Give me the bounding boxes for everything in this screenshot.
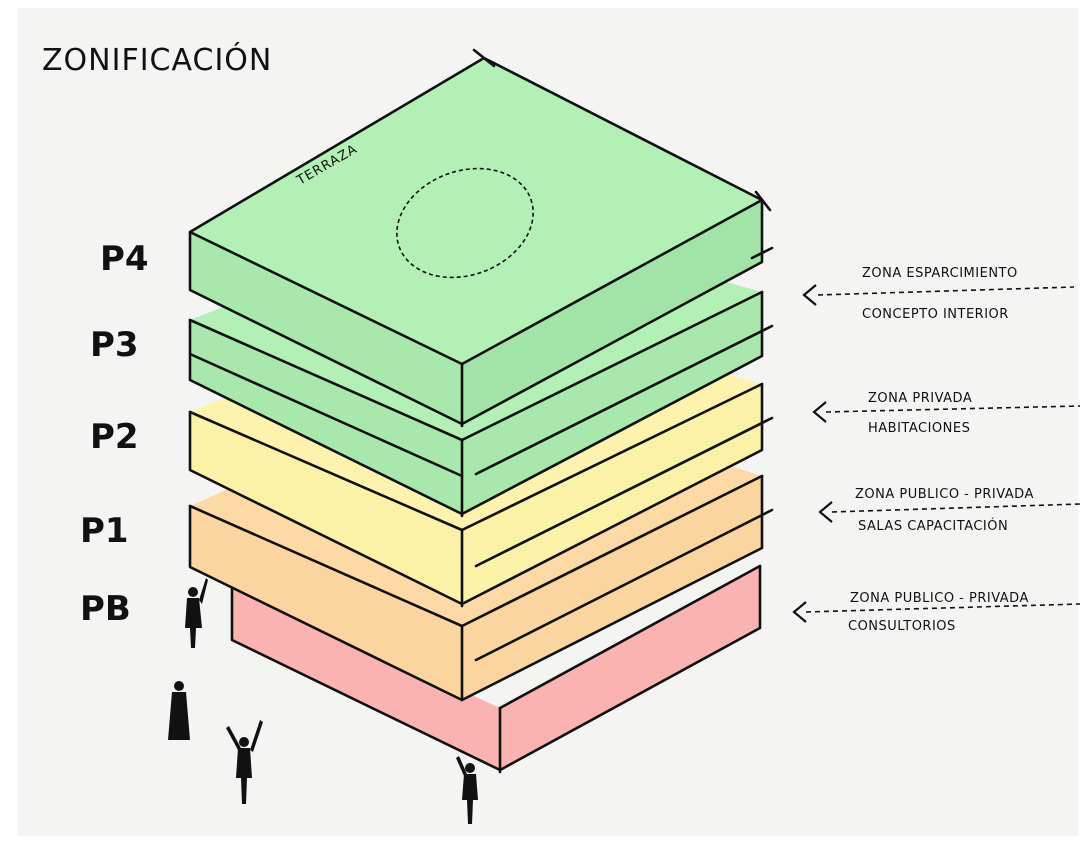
floor-label-pb: PB (80, 589, 131, 629)
annotation-line1: ZONA ESPARCIMIENTO (862, 266, 1018, 281)
annotation-p4: ZONA ESPARCIMIENTO CONCEPTO INTERIOR (802, 266, 1075, 322)
arrow-head-icon (802, 284, 817, 306)
arrow-head-icon (792, 601, 807, 623)
slab-p4 (188, 48, 774, 428)
dashed-arrow (825, 405, 1081, 413)
slab-pb (230, 564, 762, 774)
floor-label-p4: P4 (100, 239, 149, 279)
annotation-p3: ZONA PRIVADA HABITACIONES (812, 391, 1081, 436)
annotation-line2: CONSULTORIOS (848, 619, 956, 634)
person-figure-3-icon (226, 720, 263, 804)
person-figure-2-icon (168, 681, 190, 740)
annotation-p2: ZONA PUBLICO - PRIVADA SALAS CAPACITACIÓ… (818, 487, 1081, 534)
arrow-head-icon (818, 501, 833, 523)
diagram-title: ZONIFICACIÓN (42, 41, 272, 78)
terrace-oval (396, 167, 534, 279)
annotation-p1: ZONA PUBLICO - PRIVADA CONSULTORIOS (792, 591, 1081, 634)
arrow-head-icon (812, 401, 827, 423)
person-figure-4-icon (456, 756, 478, 824)
floor-label-p1: P1 (80, 511, 129, 551)
dashed-arrow (817, 286, 1075, 296)
dashed-arrow (805, 603, 1081, 613)
annotation-line1: ZONA PUBLICO - PRIVADA (855, 487, 1034, 502)
floor-label-p3: P3 (90, 325, 139, 365)
annotation-line2: SALAS CAPACITACIÓN (858, 518, 1008, 534)
annotation-line2: CONCEPTO INTERIOR (862, 307, 1009, 322)
person-figure-1-icon (185, 578, 208, 648)
annotation-line2: HABITACIONES (868, 421, 970, 436)
annotation-line1: ZONA PRIVADA (868, 391, 972, 406)
annotation-line1: ZONA PUBLICO - PRIVADA (850, 591, 1029, 606)
floor-label-p2: P2 (90, 417, 139, 457)
